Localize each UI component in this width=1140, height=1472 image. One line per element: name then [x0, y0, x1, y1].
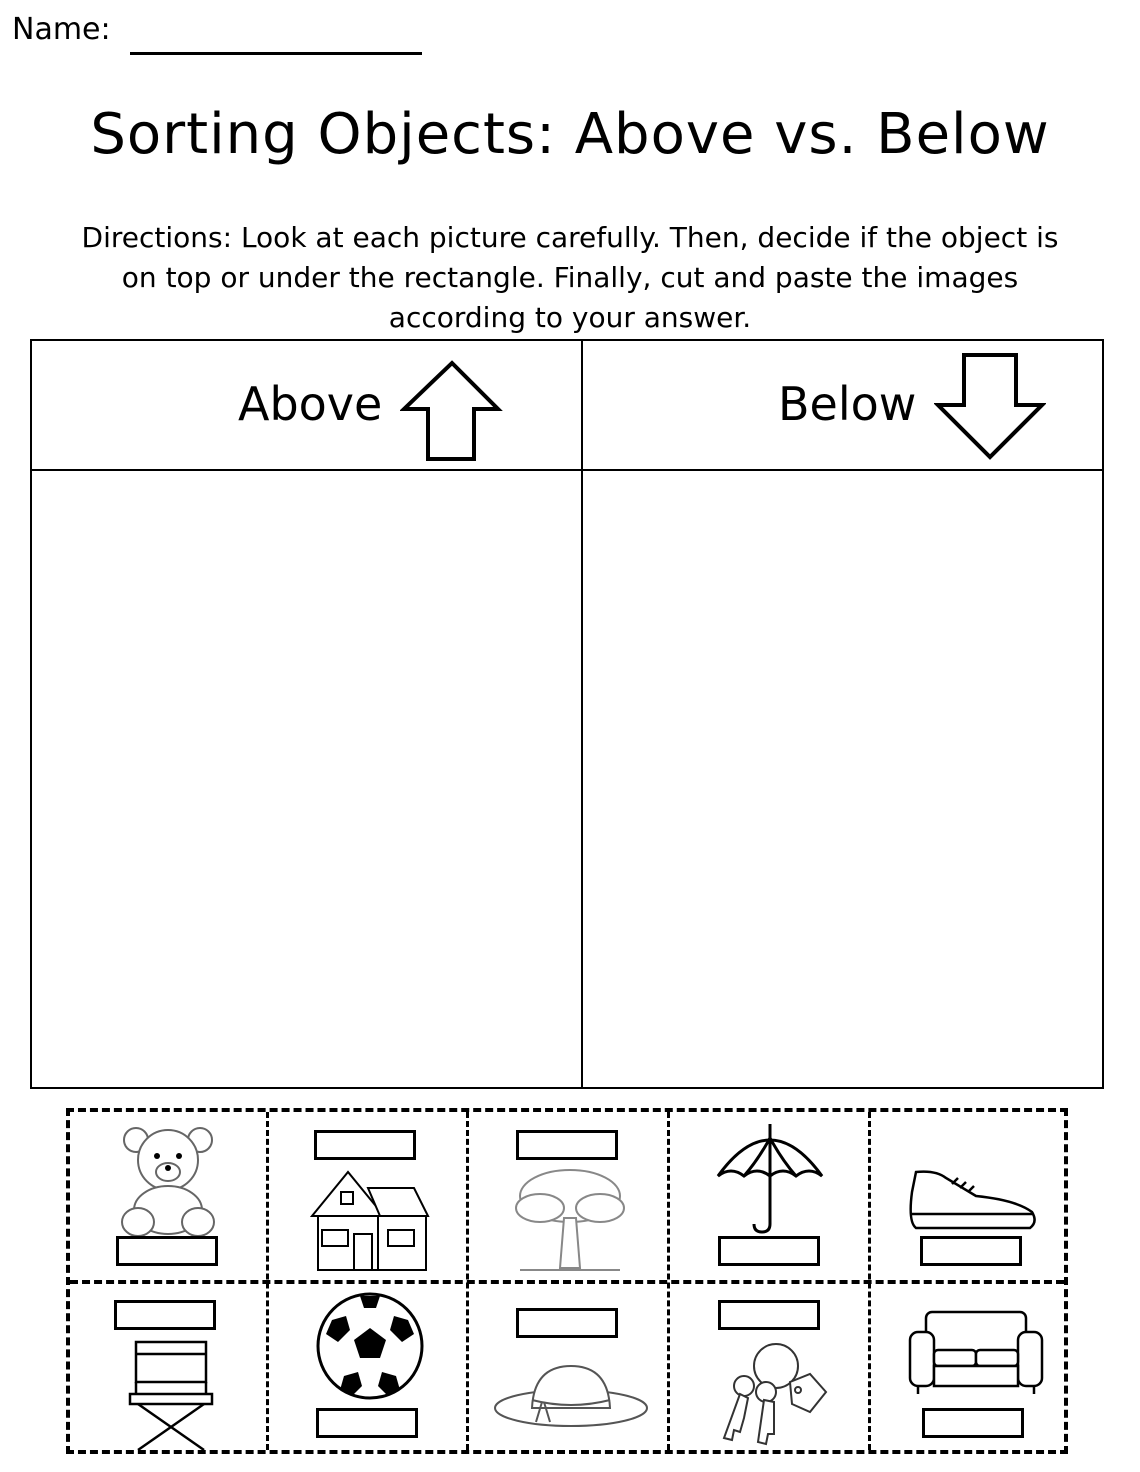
directions-line-2: on top or under the rectangle. Finally, … — [121, 261, 1019, 294]
reference-rectangle — [516, 1308, 618, 1338]
cutout-grid — [66, 1108, 1068, 1454]
name-line[interactable] — [130, 52, 422, 55]
reference-rectangle — [718, 1236, 820, 1266]
cutout-card-tree[interactable] — [470, 1112, 670, 1282]
keys-icon — [722, 1343, 828, 1446]
reference-rectangle — [922, 1408, 1024, 1438]
cutout-card-teddy-bear[interactable] — [70, 1112, 270, 1282]
cutout-card-soccer-ball[interactable] — [270, 1284, 470, 1454]
below-header-label: Below — [778, 377, 917, 431]
reference-rectangle — [114, 1300, 216, 1330]
cutout-card-sneaker[interactable] — [870, 1112, 1070, 1282]
reference-rectangle — [316, 1408, 418, 1438]
table-column-divider — [581, 341, 583, 1087]
cutout-card-folding-chair[interactable] — [70, 1284, 270, 1454]
cutout-card-sun-hat[interactable] — [470, 1284, 670, 1454]
cutout-card-umbrella[interactable] — [670, 1112, 870, 1282]
teddy-bear-icon — [121, 1127, 215, 1237]
soccer-ball-icon — [316, 1292, 424, 1400]
directions-line-1: Directions: Look at each picture careful… — [81, 221, 1059, 254]
cutout-card-keys[interactable] — [670, 1284, 870, 1454]
tree-icon — [515, 1169, 625, 1271]
sorting-table: Above Below — [30, 339, 1104, 1089]
directions: Directions: Look at each picture careful… — [30, 218, 1110, 338]
reference-rectangle — [516, 1130, 618, 1160]
above-drop-area[interactable] — [32, 471, 581, 1087]
cutout-card-house[interactable] — [270, 1112, 470, 1282]
arrow-up-icon — [400, 360, 503, 461]
sofa-icon — [908, 1310, 1044, 1394]
umbrella-icon — [716, 1124, 824, 1234]
directions-line-3: according to your answer. — [388, 301, 752, 334]
reference-rectangle — [314, 1130, 416, 1160]
below-drop-area[interactable] — [583, 471, 1102, 1087]
above-header-label: Above — [238, 377, 383, 431]
sneaker-icon — [909, 1170, 1036, 1230]
arrow-down-icon — [934, 353, 1046, 460]
folding-chair-icon — [128, 1340, 214, 1452]
cutout-card-sofa[interactable] — [870, 1284, 1070, 1454]
cut-line — [70, 1280, 1064, 1284]
reference-rectangle — [920, 1236, 1022, 1266]
table-header-divider — [32, 469, 1102, 471]
name-label: Name: — [12, 12, 111, 47]
sun-hat-icon — [494, 1364, 648, 1427]
worksheet-title: Sorting Objects: Above vs. Below — [90, 102, 1050, 167]
reference-rectangle — [718, 1300, 820, 1330]
house-icon — [309, 1170, 430, 1271]
reference-rectangle — [116, 1236, 218, 1266]
